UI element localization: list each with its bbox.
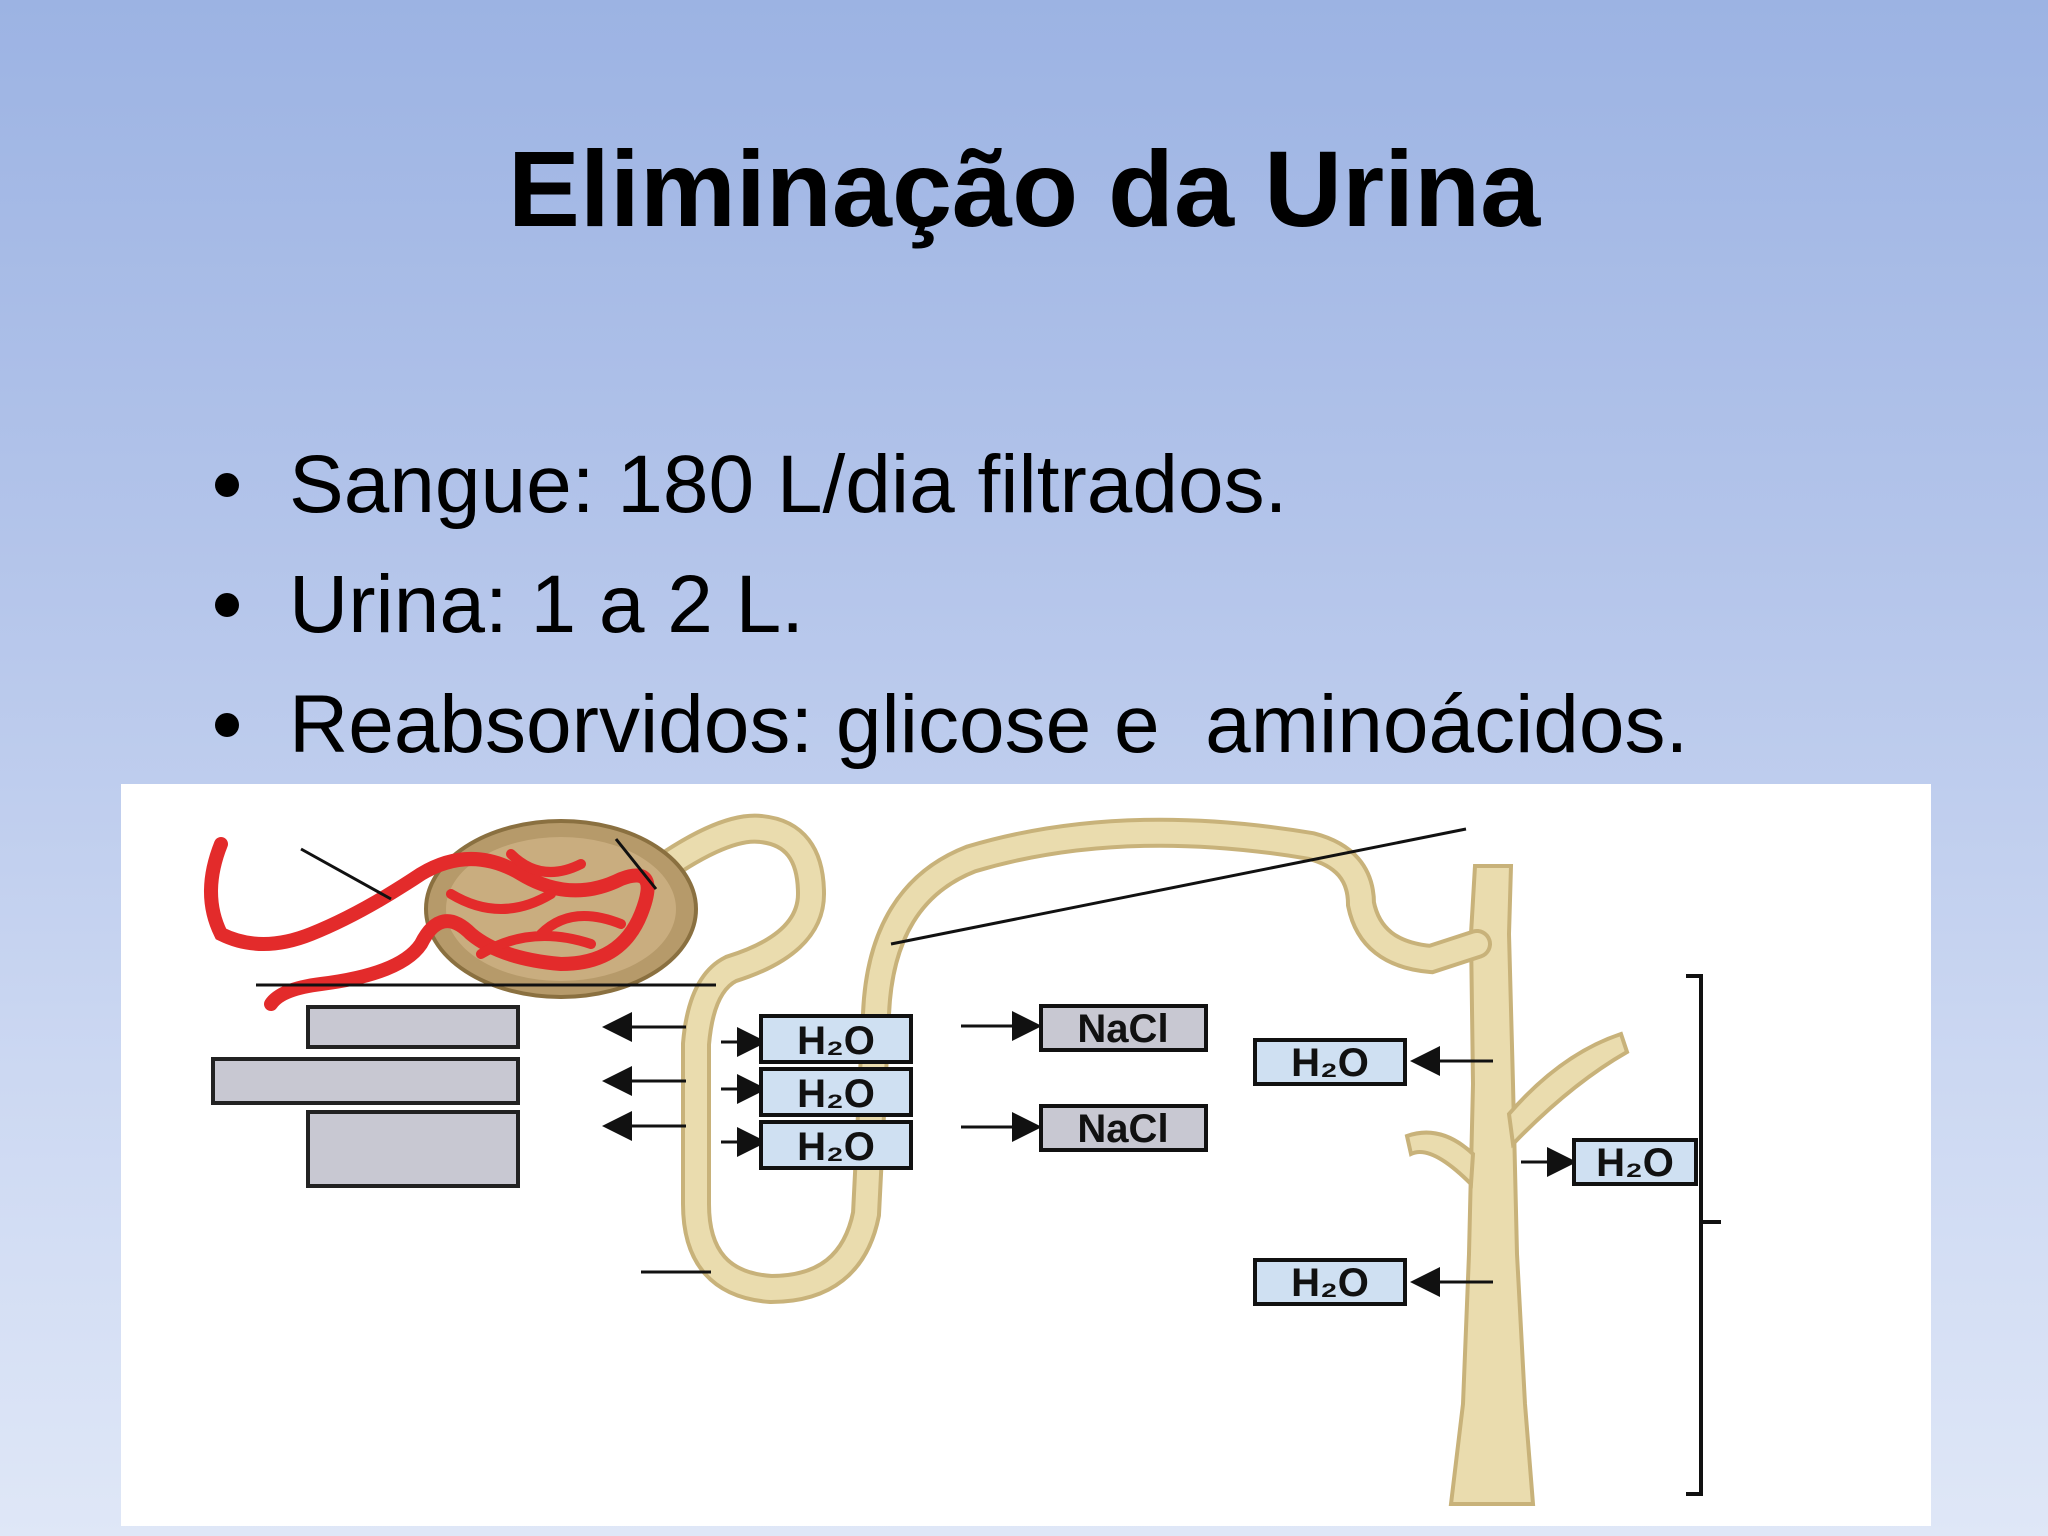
- water-label-box: H₂O: [1572, 1138, 1698, 1186]
- bracket: [1686, 974, 1721, 1496]
- water-label-text: H₂O: [1596, 1141, 1674, 1185]
- bullet-text: Reabsorvidos: glicose e aminoácidos.: [289, 679, 1689, 770]
- water-label-text: H₂O: [797, 1072, 875, 1116]
- water-label-text: H₂O: [797, 1125, 875, 1169]
- water-label-text: H₂O: [1291, 1261, 1369, 1305]
- bullet-icon: [215, 473, 239, 497]
- water-label-text: H₂O: [797, 1019, 875, 1063]
- nephron-diagram: H₂O H₂O H₂O NaCl NaCl H₂O: [121, 784, 1931, 1526]
- nephron-tubule: [626, 813, 1492, 1305]
- salt-label-box: NaCl: [1039, 1104, 1208, 1152]
- flow-arrows: [721, 1011, 1577, 1297]
- water-label-text: H₂O: [1291, 1041, 1369, 1085]
- nephron-illustration: H₂O H₂O H₂O NaCl NaCl H₂O: [204, 813, 1721, 1506]
- water-label-box: H₂O: [1253, 1038, 1407, 1086]
- bullet-item: Sangue: 180 L/dia filtrados.: [215, 425, 1688, 545]
- water-label-box: H₂O: [759, 1120, 913, 1170]
- bullet-text: Urina: 1 a 2 L.: [289, 559, 805, 650]
- water-label-box: H₂O: [759, 1014, 913, 1064]
- blank-label-boxes: [211, 1005, 686, 1188]
- salt-label-box: NaCl: [1039, 1004, 1208, 1052]
- bullet-list: Sangue: 180 L/dia filtrados. Urina: 1 a …: [215, 425, 1688, 785]
- bullet-text: Sangue: 180 L/dia filtrados.: [289, 439, 1288, 530]
- water-label-box: H₂O: [759, 1067, 913, 1117]
- glomerulus: [204, 819, 1467, 1274]
- bullet-item: Reabsorvidos: glicose e aminoácidos.: [215, 665, 1688, 785]
- slide-title: Eliminação da Urina: [507, 128, 1541, 249]
- bullet-item: Urina: 1 a 2 L.: [215, 545, 1688, 665]
- salt-label-text: NaCl: [1077, 1107, 1168, 1151]
- bullet-icon: [215, 713, 239, 737]
- collecting-duct: [1404, 864, 1630, 1506]
- salt-label-text: NaCl: [1077, 1007, 1168, 1051]
- water-label-box: H₂O: [1253, 1258, 1407, 1306]
- bullet-icon: [215, 593, 239, 617]
